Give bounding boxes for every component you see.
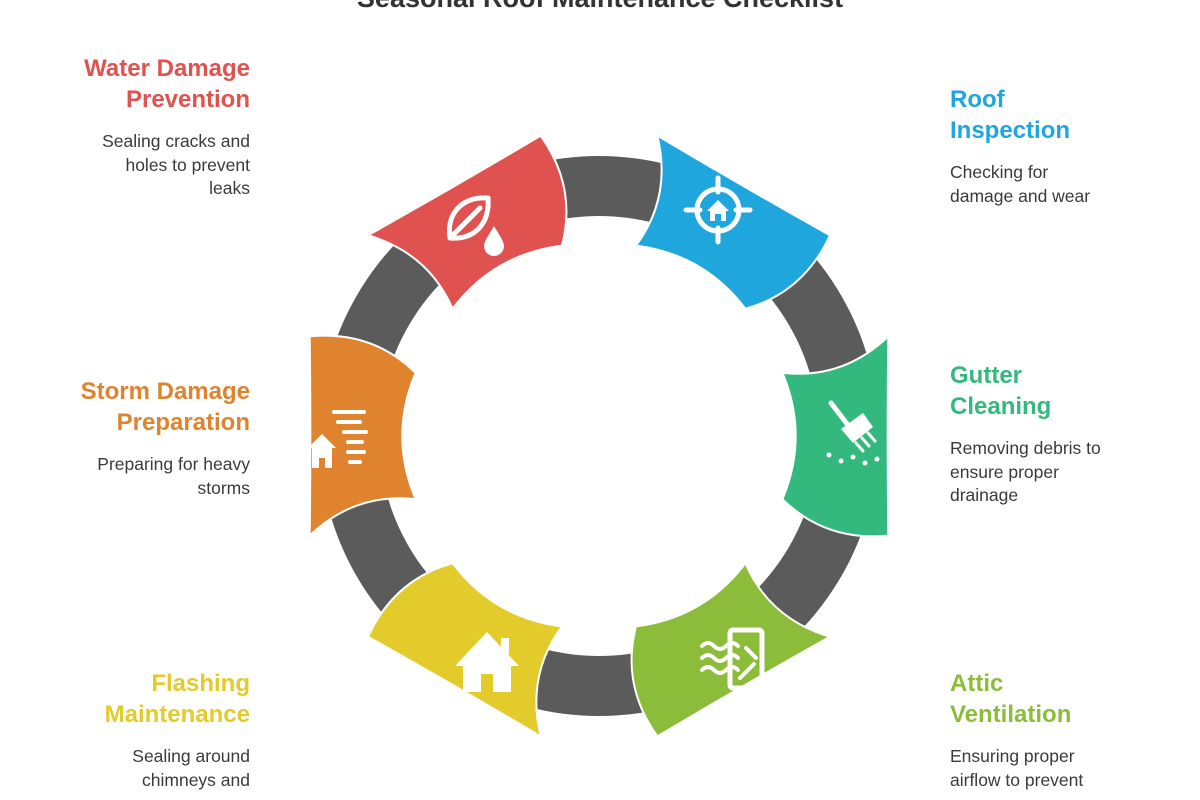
description-line: Preparing for heavy <box>97 454 250 474</box>
description-line: Sealing cracks and <box>102 131 250 151</box>
leaf-drop-icon <box>446 195 504 256</box>
description-line: holes to prevent <box>125 154 250 175</box>
step-title: Storm Damage Preparation <box>10 376 250 438</box>
step-title-line2: Cleaning <box>950 393 1052 420</box>
step-storm-damage-preparation: Storm Damage Preparation Preparing for h… <box>10 376 250 500</box>
target-house-icon <box>683 175 753 245</box>
step-title-line1: Water Damage <box>84 55 250 82</box>
step-title-line1: Gutter <box>950 362 1022 389</box>
description-line: airflow to prevent <box>950 769 1084 790</box>
step-gutter-cleaning: Gutter Cleaning Removing debris to ensur… <box>950 360 1190 508</box>
description-line: damage and wear <box>950 185 1091 206</box>
step-title-line2: Maintenance <box>104 701 250 728</box>
rake-icon <box>826 400 880 466</box>
step-description: Sealing cracks and holes to prevent leak… <box>10 130 250 201</box>
page-title: Seasonal Roof Maintenance Checklist <box>0 0 1200 12</box>
gutter-cleaning-block <box>780 334 890 538</box>
step-title-line2: Prevention <box>125 86 250 113</box>
description-line: chimneys and <box>142 769 250 790</box>
step-description: Preparing for heavy storms <box>10 453 250 500</box>
house-storm-icon <box>308 410 368 468</box>
description-line: drainage <box>950 485 1019 505</box>
step-title-line2: Ventilation <box>950 701 1072 728</box>
step-title-line1: Storm Damage <box>80 378 250 405</box>
step-title-line2: Inspection <box>950 117 1071 144</box>
description-line: storms <box>197 477 251 498</box>
step-water-damage-prevention: Water Damage Prevention Sealing cracks a… <box>10 53 250 201</box>
step-description: Checking for damage and wear <box>950 161 1190 208</box>
step-title: Flashing Maintenance <box>10 668 250 730</box>
step-roof-inspection: Roof Inspection Checking for damage and … <box>950 84 1190 208</box>
step-title-line1: Roof <box>950 86 1005 113</box>
step-title: Attic Ventilation <box>950 668 1190 730</box>
step-blocks <box>308 133 890 739</box>
description-line: Sealing around <box>132 746 250 766</box>
step-flashing-maintenance: Flashing Maintenance Sealing around chim… <box>10 668 250 792</box>
storm-damage-preparation-block <box>308 334 418 538</box>
description-line: Removing debris to <box>950 438 1101 458</box>
step-title-line1: Flashing <box>151 670 250 697</box>
description-line: leaks <box>209 178 250 198</box>
step-title-line1: Attic <box>950 670 1004 697</box>
flashing-maintenance-block <box>366 562 564 739</box>
description-line: Ensuring proper <box>950 746 1075 766</box>
step-title: Roof Inspection <box>950 84 1190 146</box>
step-description: Ensuring proper airflow to prevent <box>950 745 1190 792</box>
description-line: Checking for <box>950 162 1049 182</box>
step-description: Removing debris to ensure proper drainag… <box>950 437 1190 508</box>
step-title-line2: Preparation <box>116 409 250 436</box>
step-title: Gutter Cleaning <box>950 360 1190 422</box>
step-description: Sealing around chimneys and <box>10 745 250 792</box>
house-icon <box>455 632 519 692</box>
step-attic-ventilation: Attic Ventilation Ensuring proper airflo… <box>950 668 1190 792</box>
vent-airflow-icon <box>700 627 765 691</box>
step-title: Water Damage Prevention <box>10 53 250 115</box>
description-line: ensure proper <box>950 461 1059 482</box>
step-icons <box>308 175 880 692</box>
